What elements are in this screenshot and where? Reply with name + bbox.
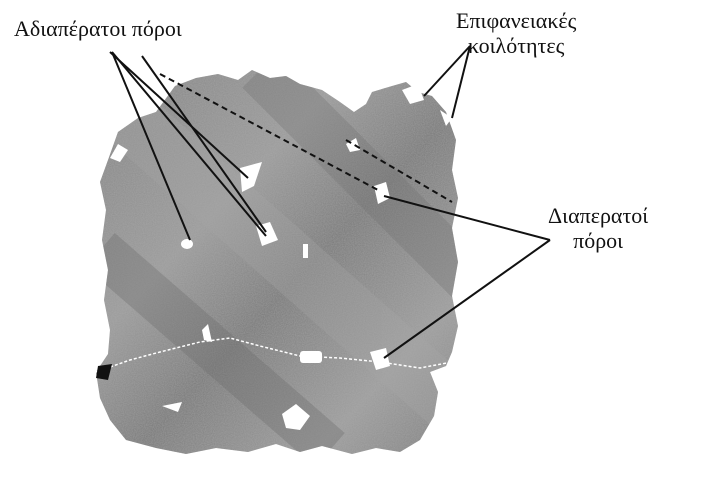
porous-material-body [90,60,470,460]
pore [300,351,322,363]
pore [181,239,193,249]
label-surface-cavities-line2: κοιλότητες [456,33,576,58]
pore [303,244,308,258]
label-through-pores-line1: Διαπερατοί [548,203,648,228]
label-through-pores: Διαπερατοί πόροι [548,203,648,254]
label-closed-pores: Αδιαπέρατοι πόροι [14,16,182,41]
label-surface-cavities-line1: Επιφανειακές [456,8,576,33]
label-through-pores-line2: πόροι [548,228,648,253]
label-surface-cavities: Επιφανειακές κοιλότητες [456,8,576,59]
